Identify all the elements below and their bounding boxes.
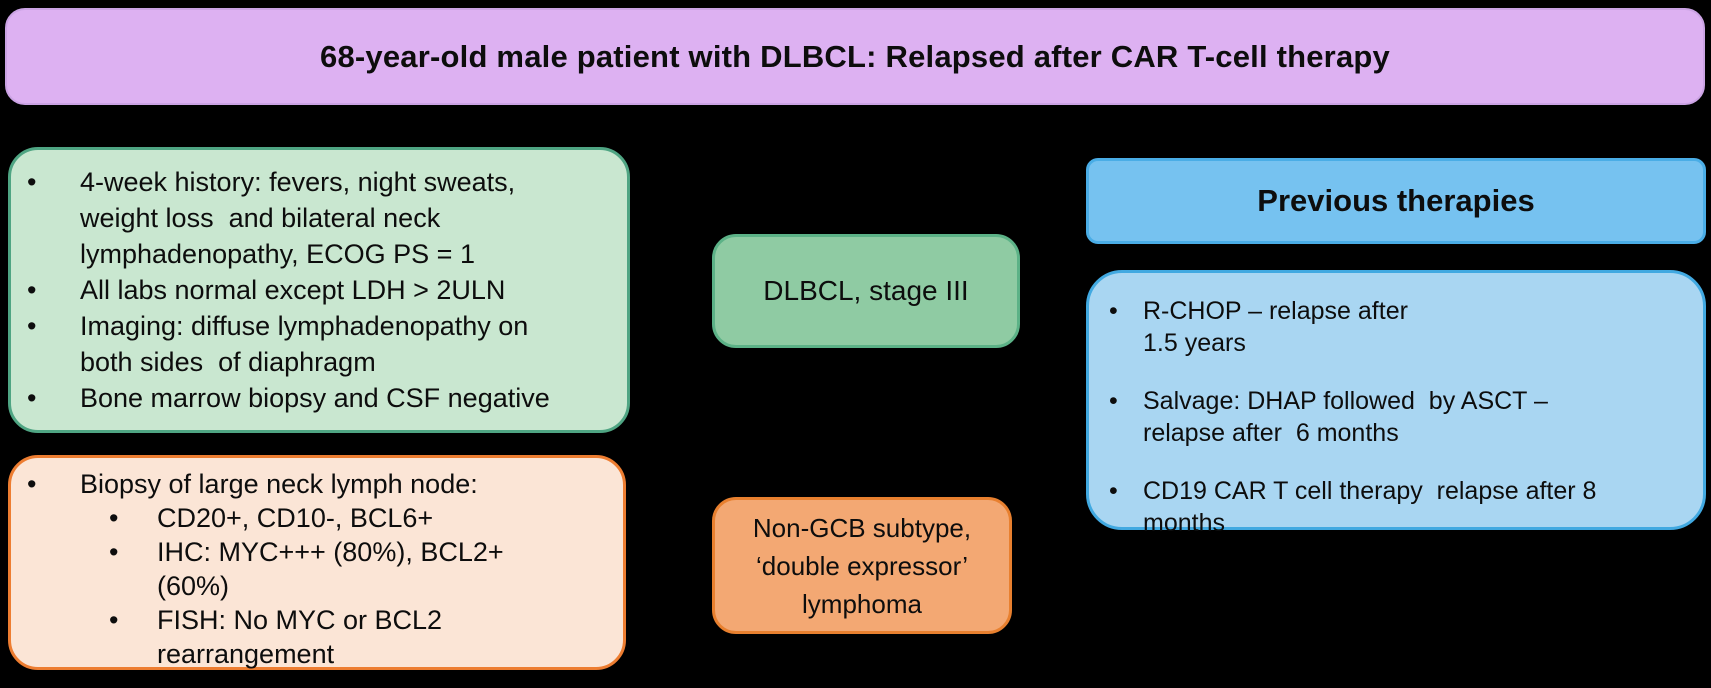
list-item: • CD19 CAR T cell therapy relapse after … — [1109, 475, 1687, 539]
list-item: • Salvage: DHAP followed by ASCT – relap… — [1109, 385, 1687, 449]
clinical-bullet-marrow: Bone marrow biopsy and CSF negative — [80, 383, 550, 413]
bullet-icon: • — [109, 537, 119, 567]
previous-therapies-box: • R-CHOP – relapse after 1.5 years • Sal… — [1086, 270, 1706, 537]
clinical-bullet-imaging: Imaging: diffuse lymphadenopathy on both… — [80, 311, 529, 377]
biopsy-sub-ihc: IHC: MYC+++ (80%), BCL2+ (60%) — [157, 537, 504, 601]
list-item: • FISH: No MYC or BCL2 rearrangement — [109, 603, 611, 671]
biopsy-sub-fish: FISH: No MYC or BCL2 rearrangement — [157, 605, 443, 669]
bullet-icon: • — [1109, 387, 1118, 415]
bullet-icon: • — [109, 503, 119, 533]
therapy-bullet-rchop: R-CHOP – relapse after 1.5 years — [1143, 297, 1408, 357]
diagnosis-stage-label: DLBCL, stage III — [763, 275, 969, 306]
bullet-icon: • — [27, 469, 37, 499]
previous-therapies-header: Previous therapies — [1086, 158, 1706, 244]
bullet-icon: • — [27, 383, 37, 413]
list-item: • IHC: MYC+++ (80%), BCL2+ (60%) — [109, 535, 611, 603]
biopsy-results-box: • Biopsy of large neck lymph node: • CD2… — [8, 455, 626, 670]
therapy-bullet-salvage: Salvage: DHAP followed by ASCT – relapse… — [1143, 387, 1548, 447]
bullet-icon: • — [27, 311, 37, 341]
subtype-label: Non-GCB subtype, ‘double expressor’ lymp… — [752, 512, 972, 619]
list-item: • Imaging: diffuse lymphadenopathy on bo… — [27, 308, 615, 380]
clinical-bullet-history: 4-week history: fevers, night sweats, we… — [80, 167, 516, 269]
clinical-findings-box: • 4-week history: fevers, night sweats, … — [8, 147, 630, 433]
bullet-icon: • — [27, 275, 37, 305]
list-item: • All labs normal except LDH > 2ULN — [27, 272, 615, 308]
list-item: • Biopsy of large neck lymph node: — [27, 467, 611, 501]
bullet-icon: • — [109, 605, 119, 635]
page-title: 68-year-old male patient with DLBCL: Rel… — [320, 38, 1390, 74]
subtype-box: Non-GCB subtype, ‘double expressor’ lymp… — [712, 497, 1012, 634]
biopsy-lead-text: Biopsy of large neck lymph node: — [80, 469, 478, 499]
clinical-bullet-labs: All labs normal except LDH > 2ULN — [80, 275, 506, 305]
bullet-icon: • — [27, 167, 37, 197]
list-item: • CD20+, CD10-, BCL6+ — [109, 501, 611, 535]
list-item: • 4-week history: fevers, night sweats, … — [27, 164, 615, 272]
title-banner: 68-year-old male patient with DLBCL: Rel… — [5, 8, 1705, 105]
previous-therapies-title: Previous therapies — [1257, 183, 1535, 218]
biopsy-sub-markers: CD20+, CD10-, BCL6+ — [157, 503, 434, 533]
list-item: • Bone marrow biopsy and CSF negative — [27, 380, 615, 416]
bullet-icon: • — [1109, 477, 1118, 505]
therapy-bullet-cart: CD19 CAR T cell therapy relapse after 8 … — [1143, 477, 1597, 537]
list-item: • R-CHOP – relapse after 1.5 years — [1109, 295, 1687, 359]
diagnosis-stage-box: DLBCL, stage III — [712, 234, 1020, 348]
bullet-icon: • — [1109, 297, 1118, 325]
